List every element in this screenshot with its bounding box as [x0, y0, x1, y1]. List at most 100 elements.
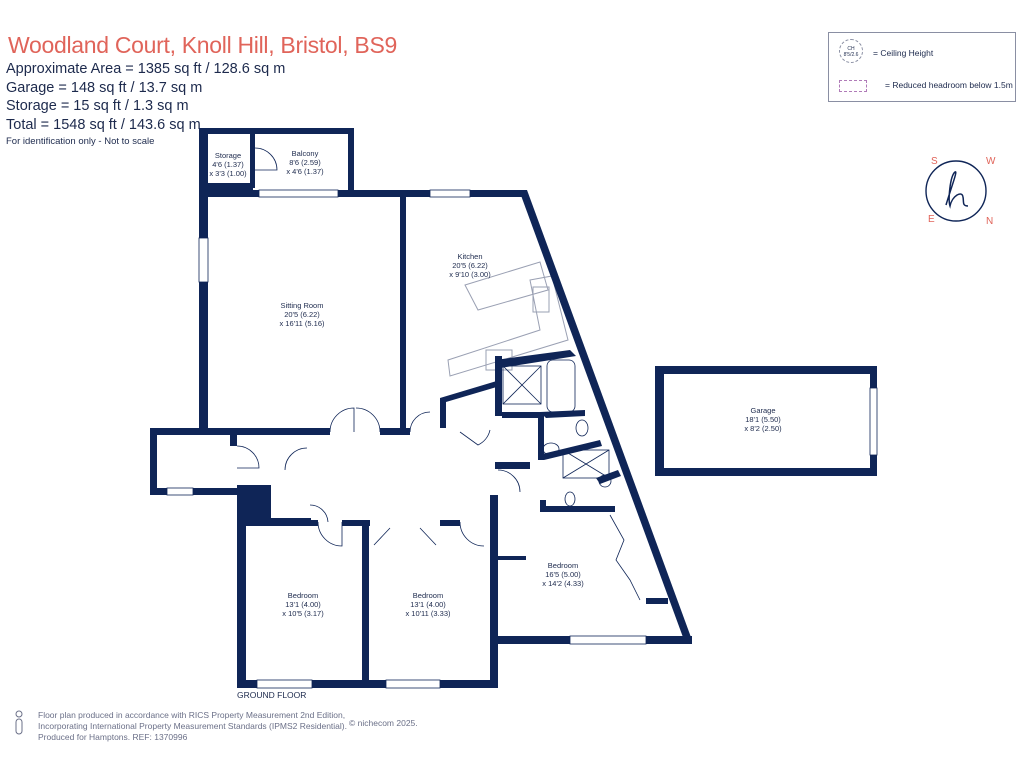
kitchen-dim: 20'5 (6.22): [452, 261, 488, 270]
garage-wall: [870, 366, 877, 388]
footer-line: Produced for Hamptons. REF: 1370996: [38, 732, 188, 742]
legend-box: CH 8'5/2.6 = Ceiling Height = Reduced he…: [828, 32, 1016, 102]
window: [569, 635, 647, 645]
window: [258, 189, 339, 198]
ceiling-height-label: = Ceiling Height: [873, 48, 934, 58]
garage-name: Garage: [750, 406, 775, 415]
sitting-room-dim: 20'5 (6.22): [284, 310, 320, 319]
wall: [342, 520, 370, 526]
bedroom-door: [317, 521, 343, 547]
bath: [546, 359, 576, 413]
bedroom-left-dim: x 10'5 (3.17): [282, 609, 324, 618]
wall: [470, 190, 526, 197]
porch-door: [236, 445, 260, 469]
wall: [199, 190, 259, 197]
ensuite-shower: [562, 449, 610, 479]
shower-tray: [502, 365, 542, 405]
wc-door: [309, 504, 329, 523]
bedroom-main-dim: x 14'2 (4.33): [542, 579, 584, 588]
window: [198, 237, 209, 283]
wall: [312, 680, 386, 688]
wall: [150, 428, 157, 494]
garage-wall: [655, 468, 877, 476]
wall: [150, 428, 330, 435]
footer-line: Floor plan produced in accordance with R…: [38, 710, 346, 720]
wall: [440, 520, 460, 526]
garage-wall: [655, 366, 877, 374]
person-icon: [15, 710, 23, 735]
wall: [230, 434, 237, 446]
footer-notes: Floor plan produced in accordance with R…: [38, 710, 347, 743]
wall: [498, 556, 526, 560]
bath-door: [459, 429, 491, 446]
bedroom-mid-dim: x 10'11 (3.33): [405, 609, 451, 618]
wall: [495, 350, 576, 368]
area-line: Garage = 148 sq ft / 13.7 sq m: [6, 79, 203, 96]
sitting-room-dim: x 16'11 (5.16): [279, 319, 325, 328]
wall: [440, 380, 500, 428]
compass-w: W: [986, 156, 996, 167]
kitchen-name: Kitchen: [457, 252, 482, 261]
garage-wall: [655, 366, 664, 476]
wall: [498, 636, 570, 644]
wall: [495, 462, 530, 469]
footer-line: Incorporating International Property Mea…: [38, 721, 347, 731]
wall: [540, 410, 585, 418]
compass-monogram: [945, 171, 969, 209]
bedroom-left-dim: 13'1 (4.00): [285, 600, 321, 609]
balcony-dim: 8'6 (2.59): [289, 158, 321, 167]
wall: [540, 506, 615, 512]
wall: [199, 128, 208, 188]
storage-door: [254, 147, 278, 171]
storage-dim: x 3'3 (1.00): [209, 169, 247, 178]
compass-logo: S W N E: [925, 156, 996, 227]
reduced-headroom-symbol: [839, 80, 867, 92]
balcony-dim: x 4'6 (1.37): [286, 167, 324, 176]
wall: [490, 495, 498, 525]
area-line: Storage = 15 sq ft / 1.3 sq m: [6, 98, 189, 114]
window: [166, 487, 194, 496]
wall: [348, 128, 354, 190]
wardrobe-doors: [609, 514, 641, 601]
compass-n: N: [986, 216, 993, 227]
page-title: Woodland Court, Knoll Hill, Bristol, BS9: [8, 32, 397, 58]
wall: [338, 190, 430, 197]
wall: [199, 282, 208, 430]
wall: [199, 128, 354, 134]
sitting-door: [355, 407, 381, 433]
wall: [596, 470, 621, 484]
wall: [250, 128, 255, 188]
wall: [400, 190, 406, 435]
bedroom-main-dim: 16'5 (5.00): [545, 570, 581, 579]
compass-e: E: [928, 214, 935, 225]
garage-dim: 18'1 (5.50): [745, 415, 781, 424]
toilet: [575, 419, 589, 437]
bedroom-mid-dim: 13'1 (4.00): [410, 600, 446, 609]
balcony-name: Balcony: [292, 149, 319, 158]
ceiling-symbol-value: 8'5/2.6: [843, 52, 859, 58]
area-line: Approximate Area = 1385 sq ft / 128.6 sq…: [6, 61, 286, 77]
windows: [166, 189, 878, 689]
wardrobe-doors: [373, 527, 437, 546]
wall: [646, 598, 668, 604]
wall: [538, 412, 544, 460]
garage-dim: x 8'2 (2.50): [744, 424, 782, 433]
identification-note: For identification only - Not to scale: [6, 136, 155, 147]
wall: [193, 488, 263, 495]
wall: [490, 520, 498, 688]
sitting-door: [329, 407, 355, 433]
walls: [150, 128, 877, 688]
compass-ring: [925, 160, 987, 222]
room-labels: Storage 4'6 (1.37) x 3'3 (1.00) Balcony …: [209, 149, 782, 618]
floor-label: GROUND FLOOR: [237, 690, 307, 700]
storage-dim: 4'6 (1.37): [212, 160, 244, 169]
copyright: © nichecom 2025.: [349, 718, 418, 728]
kitchen-island: [464, 261, 549, 311]
wall: [237, 680, 257, 688]
compass-s: S: [931, 156, 938, 167]
bedroom-door: [459, 521, 485, 547]
area-line: Total = 1548 sq ft / 143.6 sq m: [6, 116, 201, 133]
wall: [150, 488, 167, 495]
window: [256, 679, 313, 689]
wall: [440, 680, 498, 688]
